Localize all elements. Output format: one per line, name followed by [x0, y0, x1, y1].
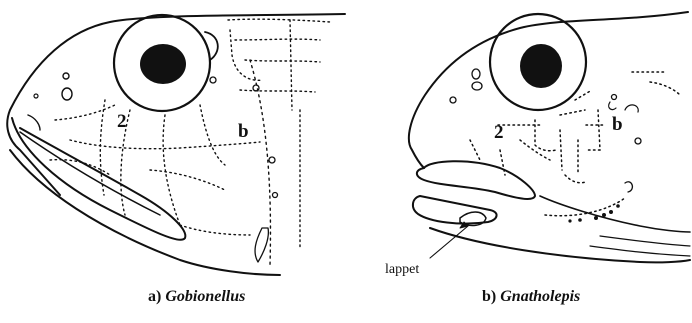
caption-a: a) Gobionellus — [148, 288, 245, 306]
caption-b-genus: Gnatholepis — [500, 288, 580, 305]
label-rowb-a: b — [238, 121, 249, 142]
caption-a-letter: a) — [148, 288, 161, 305]
label-row2-b: 2 — [494, 122, 504, 143]
pupil-b — [520, 44, 562, 88]
chin-a — [10, 150, 280, 275]
head-outline-b — [409, 12, 688, 168]
chin-b — [430, 228, 690, 262]
caption-b: b) Gnatholepis — [482, 288, 580, 306]
label-rowb-b: b — [612, 114, 623, 135]
head-outline-a — [7, 14, 345, 195]
caption-b-letter: b) — [482, 288, 496, 305]
pupil-a — [140, 44, 186, 84]
upper-lip-b — [417, 161, 535, 199]
panel-a-drawing — [7, 14, 345, 275]
lower-jaw-b — [413, 196, 497, 224]
label-lappet: lappet — [385, 262, 419, 277]
caption-a-genus: Gobionellus — [165, 288, 245, 305]
panel-b-drawing — [409, 12, 690, 262]
label-row2-a: 2 — [117, 111, 127, 132]
